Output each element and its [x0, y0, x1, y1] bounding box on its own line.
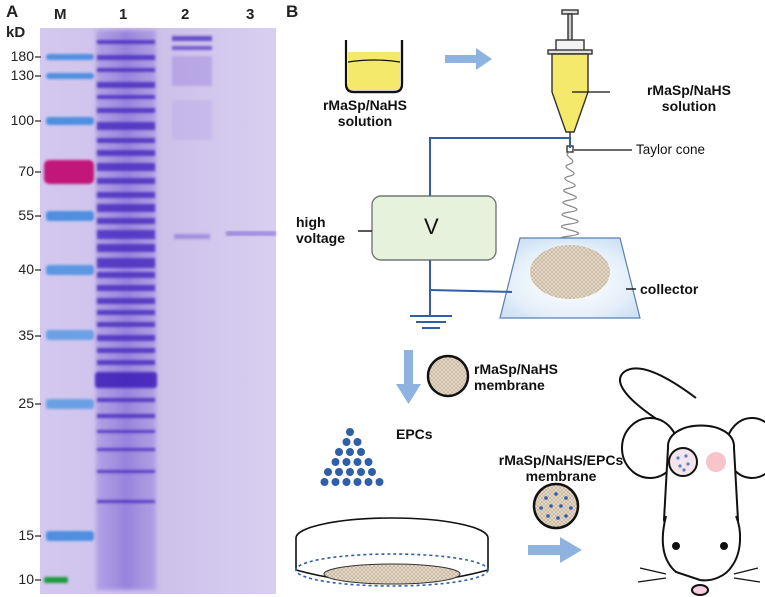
marker-lane — [44, 54, 94, 583]
epc-cell — [342, 438, 351, 446]
epc-cell — [324, 468, 332, 476]
epc-cell — [335, 468, 343, 476]
epc-cell — [342, 458, 351, 466]
mouse-implant-dots — [676, 454, 690, 472]
epc-cell — [375, 478, 384, 486]
epc-cell — [331, 478, 340, 486]
voltage-symbol: V — [424, 214, 439, 239]
arrow-right-2-icon — [528, 537, 582, 563]
marker-label-35: 35 — [18, 327, 34, 343]
collector-icon — [499, 237, 641, 319]
epcs-membrane-label: rMaSp/NaHS/EPCs membrane — [498, 452, 624, 484]
epc-cell — [364, 478, 373, 486]
lane-label-2: 2 — [181, 6, 190, 23]
marker-label-130: 130 — [10, 67, 34, 83]
circuit-wires — [429, 137, 571, 316]
epc-cells-icon — [320, 428, 384, 486]
high-voltage-label: high voltage — [296, 214, 346, 246]
taylor-cone-label: Taylor cone — [636, 142, 706, 157]
epcs-label: EPCs — [396, 426, 433, 442]
marker-label-55: 55 — [18, 207, 34, 223]
epc-cell — [353, 478, 362, 486]
epc-cell — [353, 438, 362, 446]
epc-cell — [346, 448, 354, 456]
marker-label-25: 25 — [18, 395, 34, 411]
beaker-icon — [344, 40, 404, 94]
high-voltage-box — [371, 195, 497, 261]
panel-b-letter: B — [286, 2, 299, 21]
marker-ticks — [35, 56, 41, 581]
lane-label-1: 1 — [119, 6, 128, 23]
petri-dish-icon — [295, 517, 489, 587]
epc-cell — [335, 448, 343, 456]
marker-label-180: 180 — [10, 48, 34, 64]
epc-cell — [357, 448, 365, 456]
marker-label-100: 100 — [10, 112, 34, 128]
epc-cell — [346, 428, 354, 436]
panel-a-unit: kD — [6, 24, 26, 41]
lane-2-bands — [172, 36, 212, 239]
marker-label-10: 10 — [18, 571, 34, 587]
jet-coil — [559, 151, 581, 249]
marker-label-15: 15 — [18, 527, 34, 543]
mouse-icon — [619, 367, 765, 596]
panel-a-letter: A — [6, 2, 19, 21]
arrow-down-icon — [396, 350, 421, 404]
lane-3-band — [226, 231, 276, 236]
syringe-icon — [547, 9, 593, 153]
lane-1-bands — [95, 40, 157, 503]
epc-cell — [331, 458, 340, 466]
marker-label-40: 40 — [18, 261, 34, 277]
epc-cell — [368, 468, 376, 476]
epcs-membrane-icon — [532, 482, 580, 530]
lane-label-3: 3 — [246, 6, 255, 23]
epc-cell — [342, 478, 351, 486]
ground-icon — [410, 315, 452, 329]
epc-cell — [353, 458, 362, 466]
arrow-right-1-icon — [445, 48, 492, 70]
solution-left-label: rMaSp/NaHS solution — [322, 97, 408, 129]
marker-label-70: 70 — [18, 163, 34, 179]
epc-cell — [320, 478, 329, 486]
membrane-icon — [426, 354, 470, 398]
membrane-label: rMaSp/NaHS membrane — [474, 361, 559, 393]
epc-cell — [346, 468, 354, 476]
collector-label: collector — [640, 281, 699, 297]
epc-cell — [357, 468, 365, 476]
solution-right-label: rMaSp/NaHS solution — [646, 82, 732, 114]
epc-cell — [364, 458, 373, 466]
lane-label-m: M — [54, 6, 67, 23]
